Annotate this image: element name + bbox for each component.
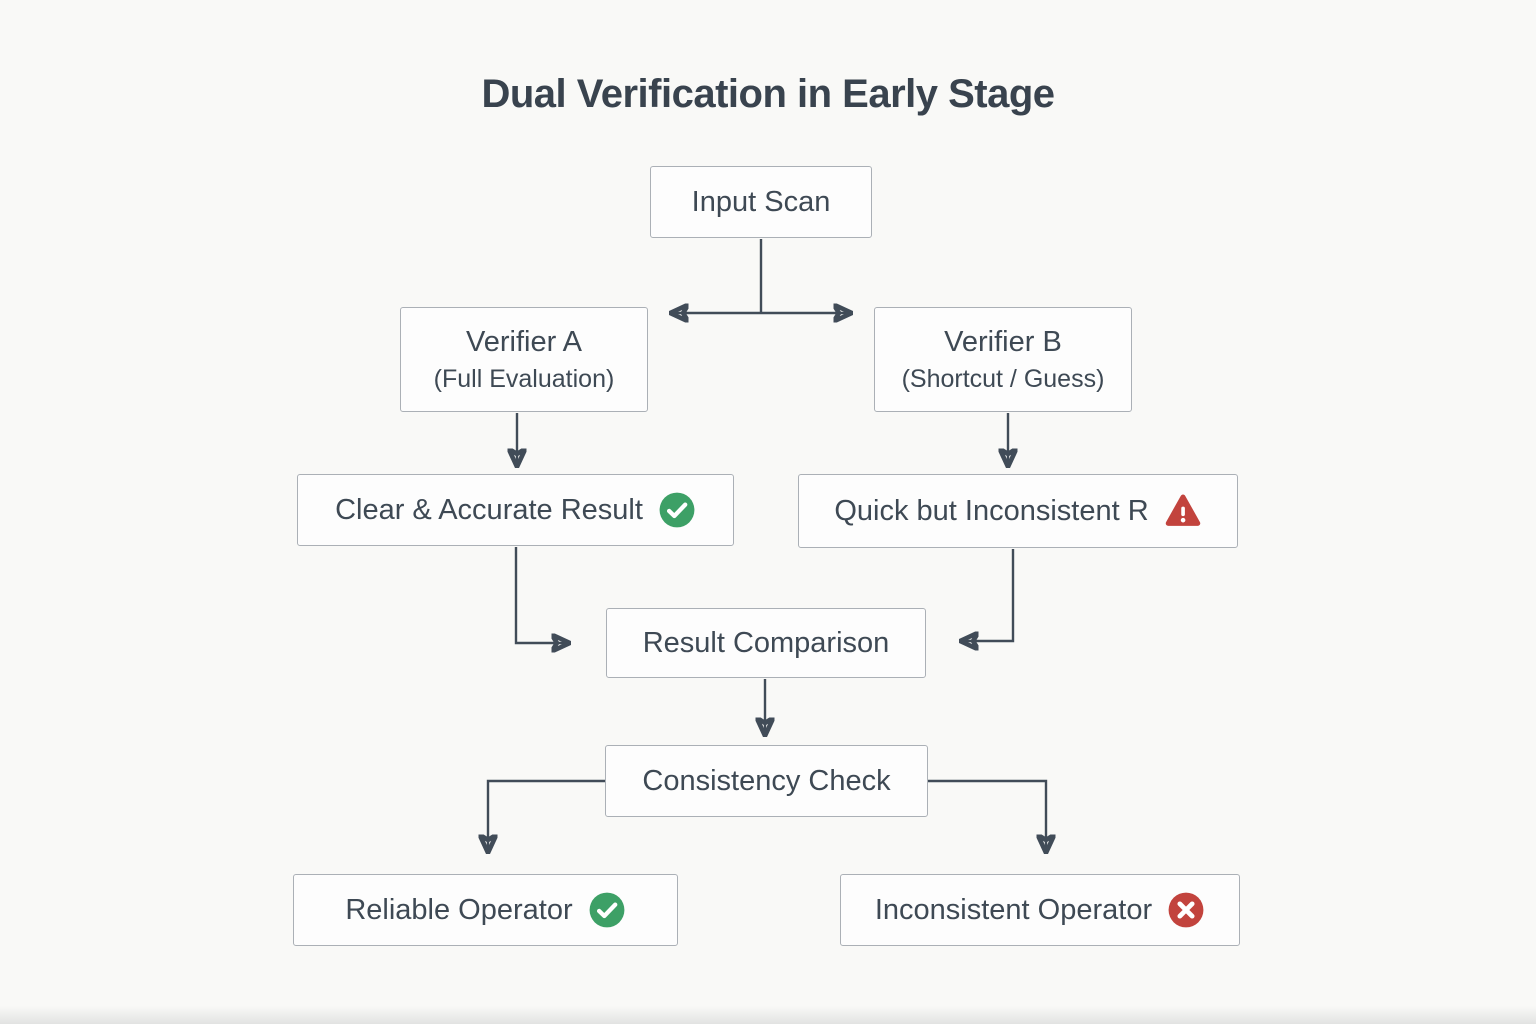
warning-triangle-icon — [1164, 492, 1202, 530]
node-inconsistent-operator: Inconsistent Operator — [840, 874, 1240, 946]
check-circle-icon — [658, 491, 696, 529]
node-verifier-a-label: Verifier A — [465, 325, 583, 358]
node-consistency-check-label: Consistency Check — [642, 764, 891, 797]
x-circle-icon — [1167, 891, 1205, 929]
node-verifier-a-sublabel: (Full Evaluation) — [433, 365, 615, 393]
node-result-comparison-label: Result Comparison — [642, 626, 890, 659]
node-input-scan-label: Input Scan — [691, 185, 831, 218]
node-result-comparison: Result Comparison — [606, 608, 926, 678]
node-verifier-b-sublabel: (Shortcut / Guess) — [901, 365, 1105, 393]
node-input-scan: Input Scan — [650, 166, 872, 238]
diagram-title: Dual Verification in Early Stage — [481, 72, 1055, 116]
node-reliable-operator: Reliable Operator — [293, 874, 678, 946]
node-result-a-label: Clear & Accurate Result — [335, 493, 643, 526]
node-result-b-label: Quick but Inconsistent R — [834, 494, 1149, 527]
node-verifier-b: Verifier B (Shortcut / Guess) — [874, 307, 1132, 412]
node-inconsistent-operator-label: Inconsistent Operator — [874, 893, 1153, 926]
node-consistency-check: Consistency Check — [605, 745, 928, 817]
node-result-a: Clear & Accurate Result — [297, 474, 734, 546]
node-result-b: Quick but Inconsistent R — [798, 474, 1238, 548]
node-verifier-b-label: Verifier B — [944, 325, 1062, 358]
node-verifier-a: Verifier A (Full Evaluation) — [400, 307, 648, 412]
node-reliable-operator-label: Reliable Operator — [345, 893, 573, 926]
check-circle-icon — [588, 891, 626, 929]
